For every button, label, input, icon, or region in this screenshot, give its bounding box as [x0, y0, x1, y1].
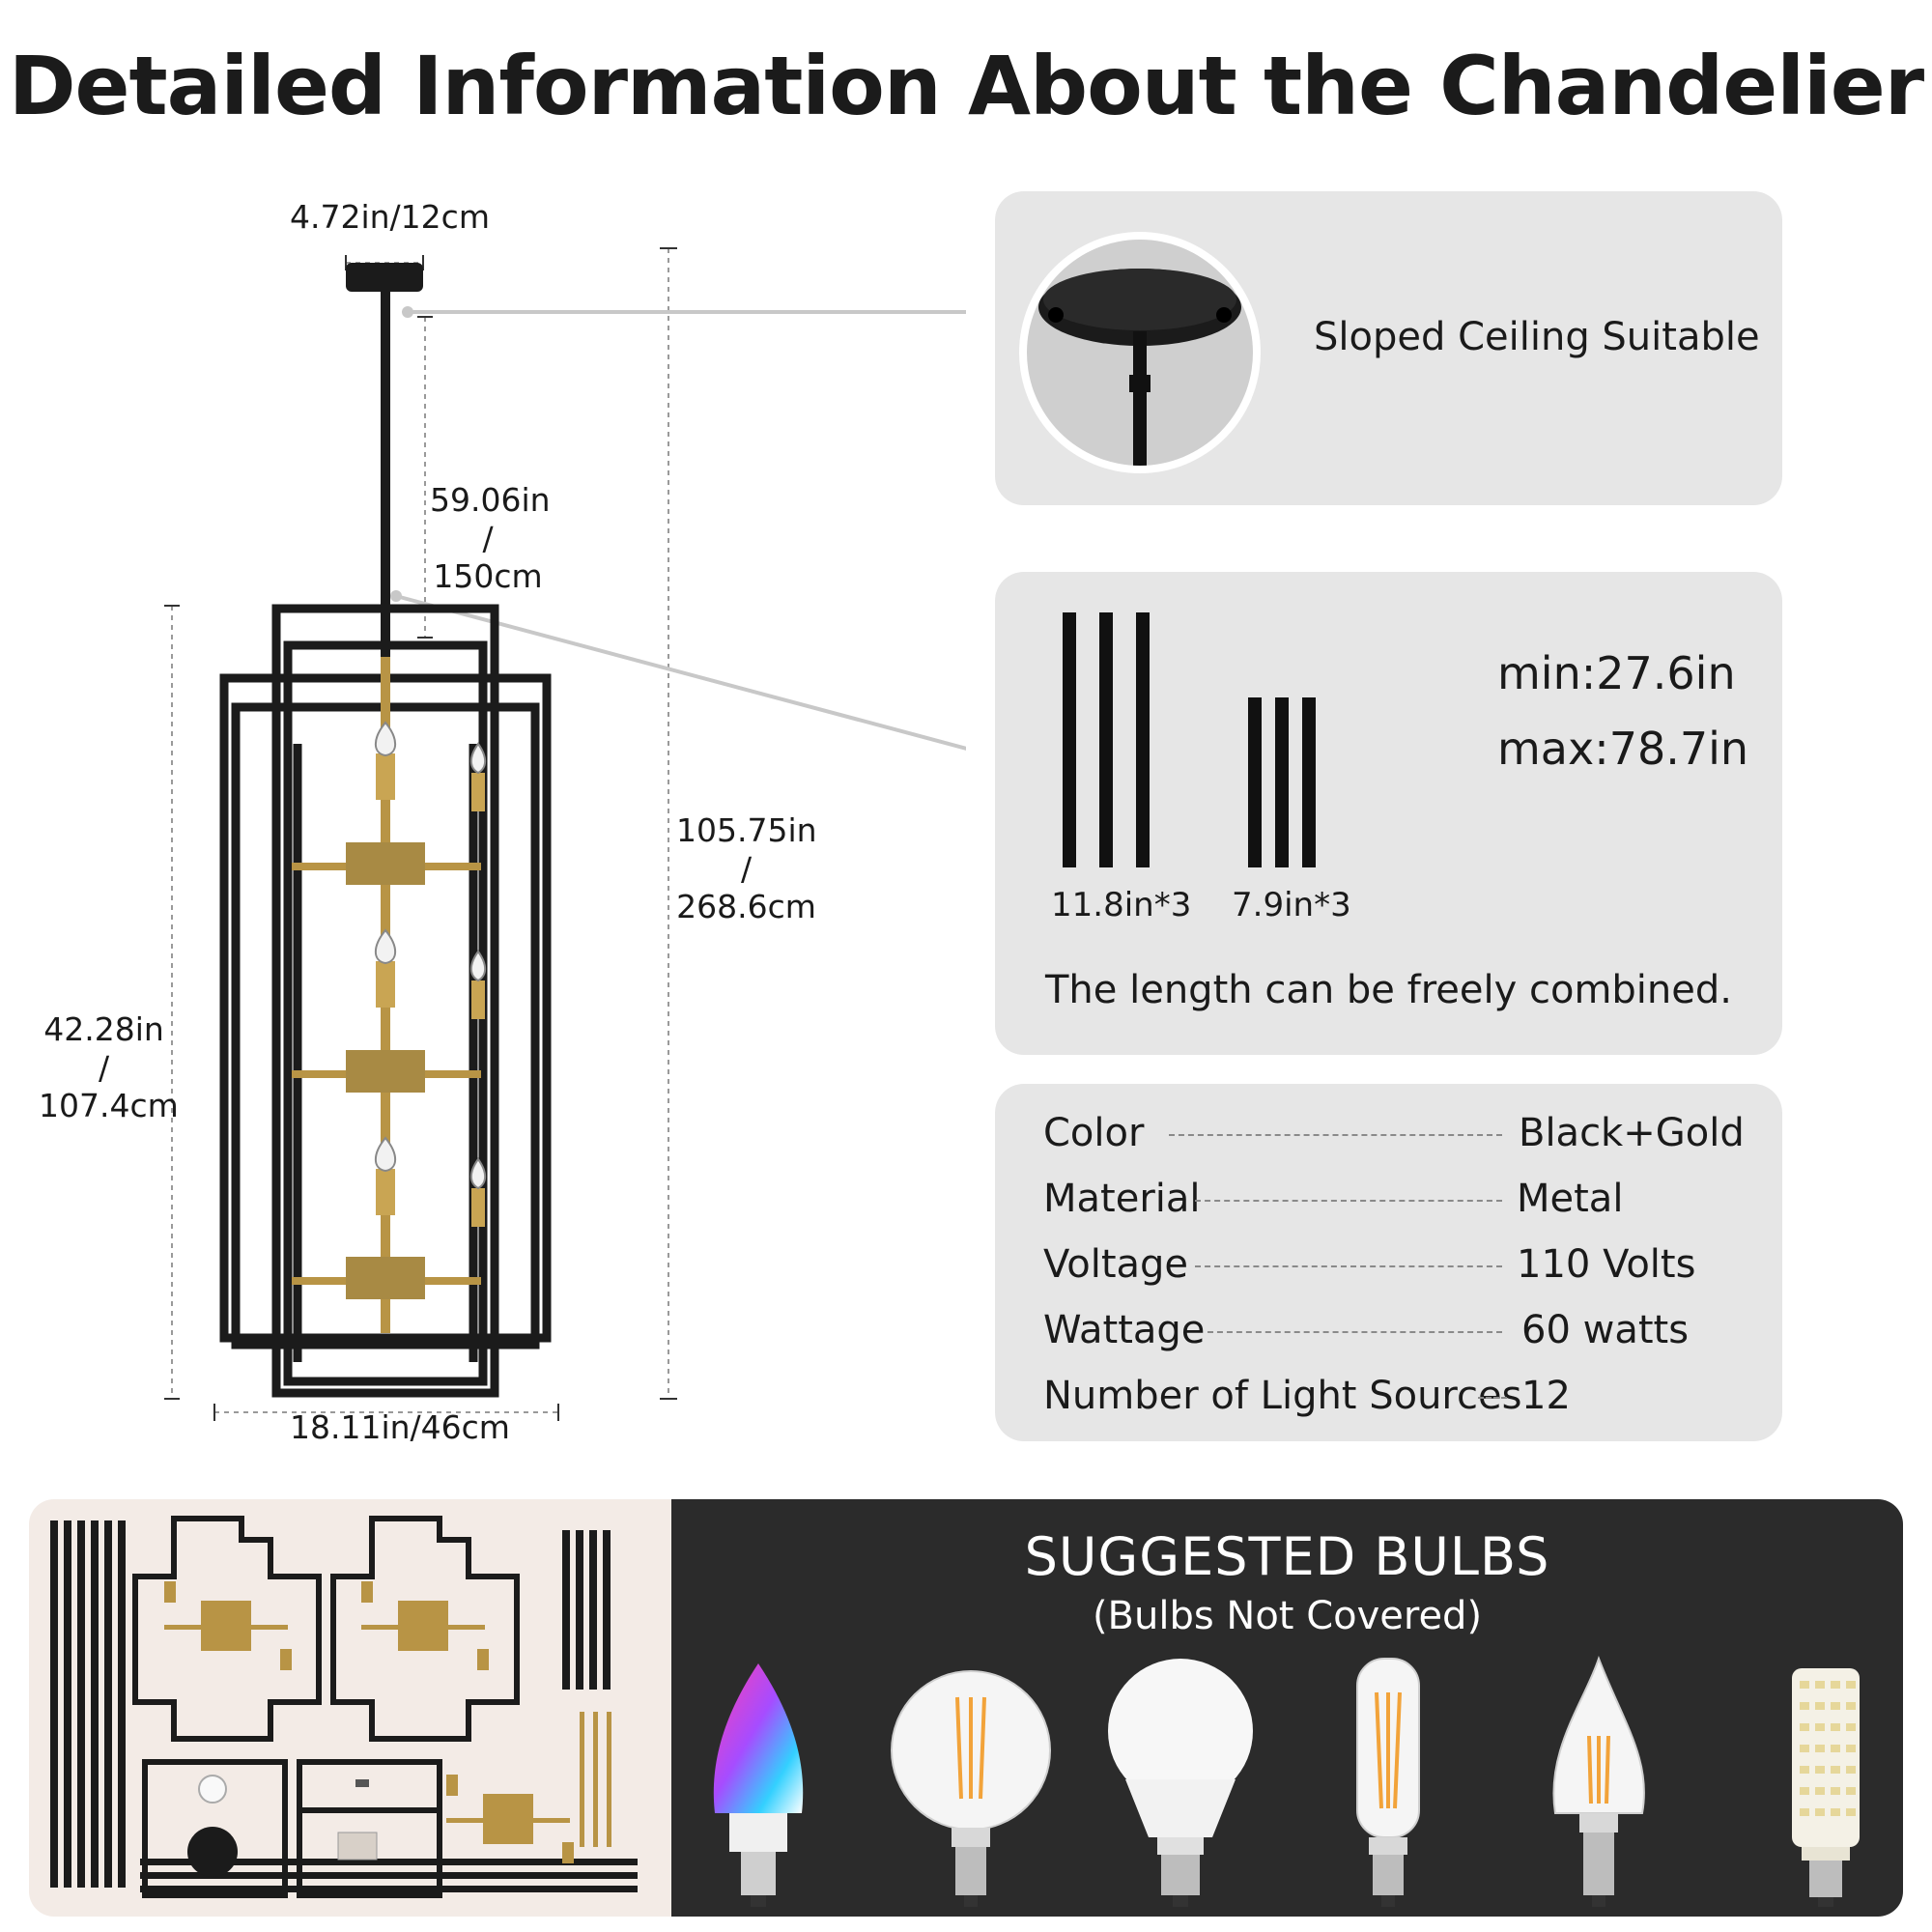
suggested-bulbs-title: SUGGESTED BULBS	[1024, 1526, 1550, 1587]
spec-label-wattage: Wattage	[1043, 1308, 1206, 1352]
spec-value-voltage: 110 Volts	[1517, 1242, 1696, 1287]
body-height-in: 42.28in	[43, 1010, 164, 1048]
spec-label-light-sources: Number of Light Sources	[1043, 1374, 1522, 1418]
suggested-bulbs-row	[713, 1656, 1860, 1907]
spec-label-material: Material	[1043, 1177, 1201, 1221]
led-a15-bulb-icon	[1108, 1659, 1253, 1907]
rod-length-in: 59.06in	[430, 481, 551, 519]
body-height-cm: 107.4cm	[39, 1087, 179, 1125]
spec-row-color: Color Black+Gold	[1043, 1105, 1745, 1161]
down-rod	[381, 290, 390, 782]
short-rods	[1248, 697, 1316, 867]
body-height-label: 42.28in / 107.4cm	[39, 1010, 179, 1125]
spec-leader	[1169, 1134, 1502, 1136]
canopy-closeup	[1019, 232, 1261, 473]
package-parts-drawing	[50, 1516, 638, 1898]
canopy-closeup-icon	[1038, 269, 1241, 466]
total-height-in: 105.75in	[676, 811, 817, 849]
suggested-bulbs-panel: SUGGESTED BULBS (Bulbs Not Covered)	[671, 1499, 1903, 1917]
rod-length-sep: /	[482, 519, 494, 557]
combine-note: The length can be freely combined.	[1045, 968, 1732, 1012]
total-height-cm: 268.6cm	[676, 888, 816, 926]
spec-label-voltage: Voltage	[1043, 1242, 1189, 1287]
spec-row-wattage: Wattage 60 watts	[1043, 1302, 1739, 1358]
long-rod-label: 11.8in*3	[1051, 886, 1192, 924]
max-length-label: max:78.7in	[1497, 723, 1749, 775]
sloped-ceiling-label: Sloped Ceiling Suitable	[1314, 315, 1760, 359]
spec-leader	[1195, 1265, 1502, 1267]
globe-filament-bulb-icon	[891, 1670, 1051, 1907]
body-height-sep: /	[98, 1048, 110, 1087]
canopy	[346, 263, 423, 292]
spec-leader	[1208, 1331, 1502, 1333]
spec-leader	[1478, 1397, 1507, 1399]
short-rod-label: 7.9in*3	[1232, 886, 1351, 924]
sloped-ceiling-card: Sloped Ceiling Suitable	[995, 191, 1782, 505]
dimension-ticks	[164, 247, 677, 1421]
canopy-width-label: 4.72in/12cm	[290, 198, 490, 236]
suggested-bulbs-subtitle: (Bulbs Not Covered)	[1092, 1594, 1483, 1638]
dimension-lines	[171, 248, 669, 1413]
chandelier-diagram: 4.72in/12cm 59.06in / 150cm 105.75in / 2…	[0, 174, 995, 1449]
spec-row-material: Material Metal	[1043, 1171, 1739, 1227]
spec-row-voltage: Voltage 110 Volts	[1043, 1236, 1739, 1293]
spec-value-light-sources: 12	[1521, 1374, 1571, 1418]
rod-length-label: 59.06in / 150cm	[430, 481, 551, 596]
specs-card: Color Black+Gold Material Metal Voltage …	[995, 1084, 1782, 1441]
body-width-label: 18.11in/46cm	[290, 1408, 510, 1446]
extension-rods-card: 11.8in*3 7.9in*3 min:27.6in max:78.7in T…	[995, 572, 1782, 1055]
tubular-filament-bulb-icon	[1356, 1658, 1420, 1907]
extension-rods-drawing	[1063, 612, 1316, 867]
brass-fixtures	[292, 657, 487, 1333]
rod-length-cm: 150cm	[433, 557, 543, 596]
corn-led-bulb-icon	[1792, 1668, 1860, 1907]
min-length-label: min:27.6in	[1497, 647, 1736, 699]
rgb-candle-bulb-icon	[713, 1663, 804, 1907]
spec-leader	[1195, 1200, 1502, 1202]
chandelier-drawing	[164, 247, 995, 1421]
long-rods	[1063, 612, 1150, 867]
package-parts-panel	[29, 1499, 671, 1917]
total-height-sep: /	[740, 849, 753, 888]
total-height-label: 105.75in / 268.6cm	[676, 811, 817, 926]
spec-value-material: Metal	[1517, 1177, 1624, 1221]
spec-value-wattage: 60 watts	[1521, 1308, 1690, 1352]
spec-label-color: Color	[1043, 1111, 1145, 1155]
spec-row-light-sources: Number of Light Sources 12	[1043, 1368, 1739, 1424]
flame-tip-filament-bulb-icon	[1552, 1656, 1645, 1907]
page-title: Detailed Information About the Chandelie…	[8, 39, 1924, 133]
spec-value-color: Black+Gold	[1519, 1111, 1745, 1155]
